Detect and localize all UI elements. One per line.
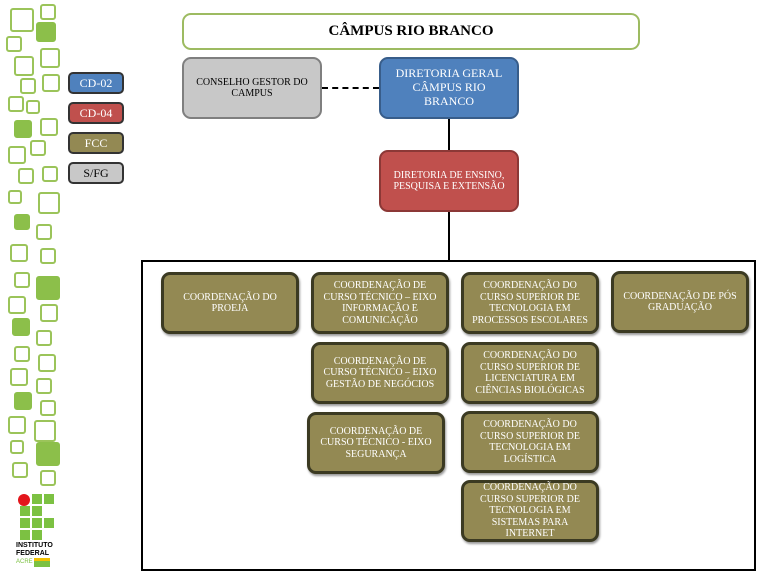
decorative-square [34,420,56,442]
decorative-square [30,140,46,156]
legend-cd04: CD-04 [68,102,124,124]
node-ciencias-biologicas: COORDENAÇÃO DO CURSO SUPERIOR DE LICENCI… [461,342,599,404]
decorative-square [26,100,40,114]
decorative-square [38,354,56,372]
decorative-square [8,296,26,314]
decorative-square [38,192,60,214]
decorative-square [12,462,28,478]
decorative-square [20,78,36,94]
decorative-square [8,146,26,164]
decorative-square [10,8,34,32]
decorative-square [36,224,52,240]
node-seguranca: COORDENAÇÃO DE CURSO TÉCNICO - EIXO SEGU… [307,412,445,474]
node-processos-escolares: COORDENAÇÃO DO CURSO SUPERIOR DE TECNOLO… [461,272,599,334]
decorative-square [36,442,60,466]
decorative-square [10,244,28,262]
decorative-square [40,470,56,486]
decorative-square [12,318,30,336]
coordinations-group [141,260,756,571]
decorative-square [40,4,56,20]
decorative-square [8,416,26,434]
decorative-square [18,168,34,184]
decorative-square [36,330,52,346]
institute-logo: INSTITUTO FEDERAL ACRE [14,492,60,574]
decorative-square [36,276,60,300]
decorative-square [40,304,58,322]
decorative-square [8,190,22,204]
decorative-square [42,166,58,182]
connector [448,119,450,150]
decorative-square [36,22,56,42]
decorative-square [14,56,34,76]
node-info-comunicacao: COORDENAÇÃO DE CURSO TÉCNICO – EIXO INFO… [311,272,449,334]
decorative-square [14,272,30,288]
decorative-square [14,120,32,138]
decorative-square [10,440,24,454]
node-conselho: CONSELHO GESTOR DO CAMPUS [182,57,322,119]
decorative-square [42,74,60,92]
decorative-square [14,214,30,230]
decorative-square [8,96,24,112]
decorative-square [40,400,56,416]
decorative-square [14,392,32,410]
page-title: CÂMPUS RIO BRANCO [182,13,640,50]
node-proeja: COORDENAÇÃO DO PROEJA [161,272,299,334]
decorative-square [14,346,30,362]
node-diretoria-ensino: DIRETORIA DE ENSINO, PESQUISA E EXTENSÃO [379,150,519,212]
node-diretoria-geral: DIRETORIA GERAL CÂMPUS RIO BRANCO [379,57,519,119]
node-logistica: COORDENAÇÃO DO CURSO SUPERIOR DE TECNOLO… [461,411,599,473]
node-pos-graduacao: COORDENAÇÃO DE PÓS GRADUAÇÃO [611,271,749,333]
decorative-square [40,118,58,136]
legend-cd02: CD-02 [68,72,124,94]
dashed-connector [322,87,379,89]
decorative-square [40,48,60,68]
decorative-square [40,248,56,264]
decorative-square [10,368,28,386]
node-gestao-negocios: COORDENAÇÃO DE CURSO TÉCNICO – EIXO GEST… [311,342,449,404]
decorative-square [36,378,52,394]
node-sistemas-internet: COORDENAÇÃO DO CURSO SUPERIOR DE TECNOLO… [461,480,599,542]
legend-fcc: FCC [68,132,124,154]
legend-sfg: S/FG [68,162,124,184]
decorative-square [6,36,22,52]
connector [448,212,450,260]
